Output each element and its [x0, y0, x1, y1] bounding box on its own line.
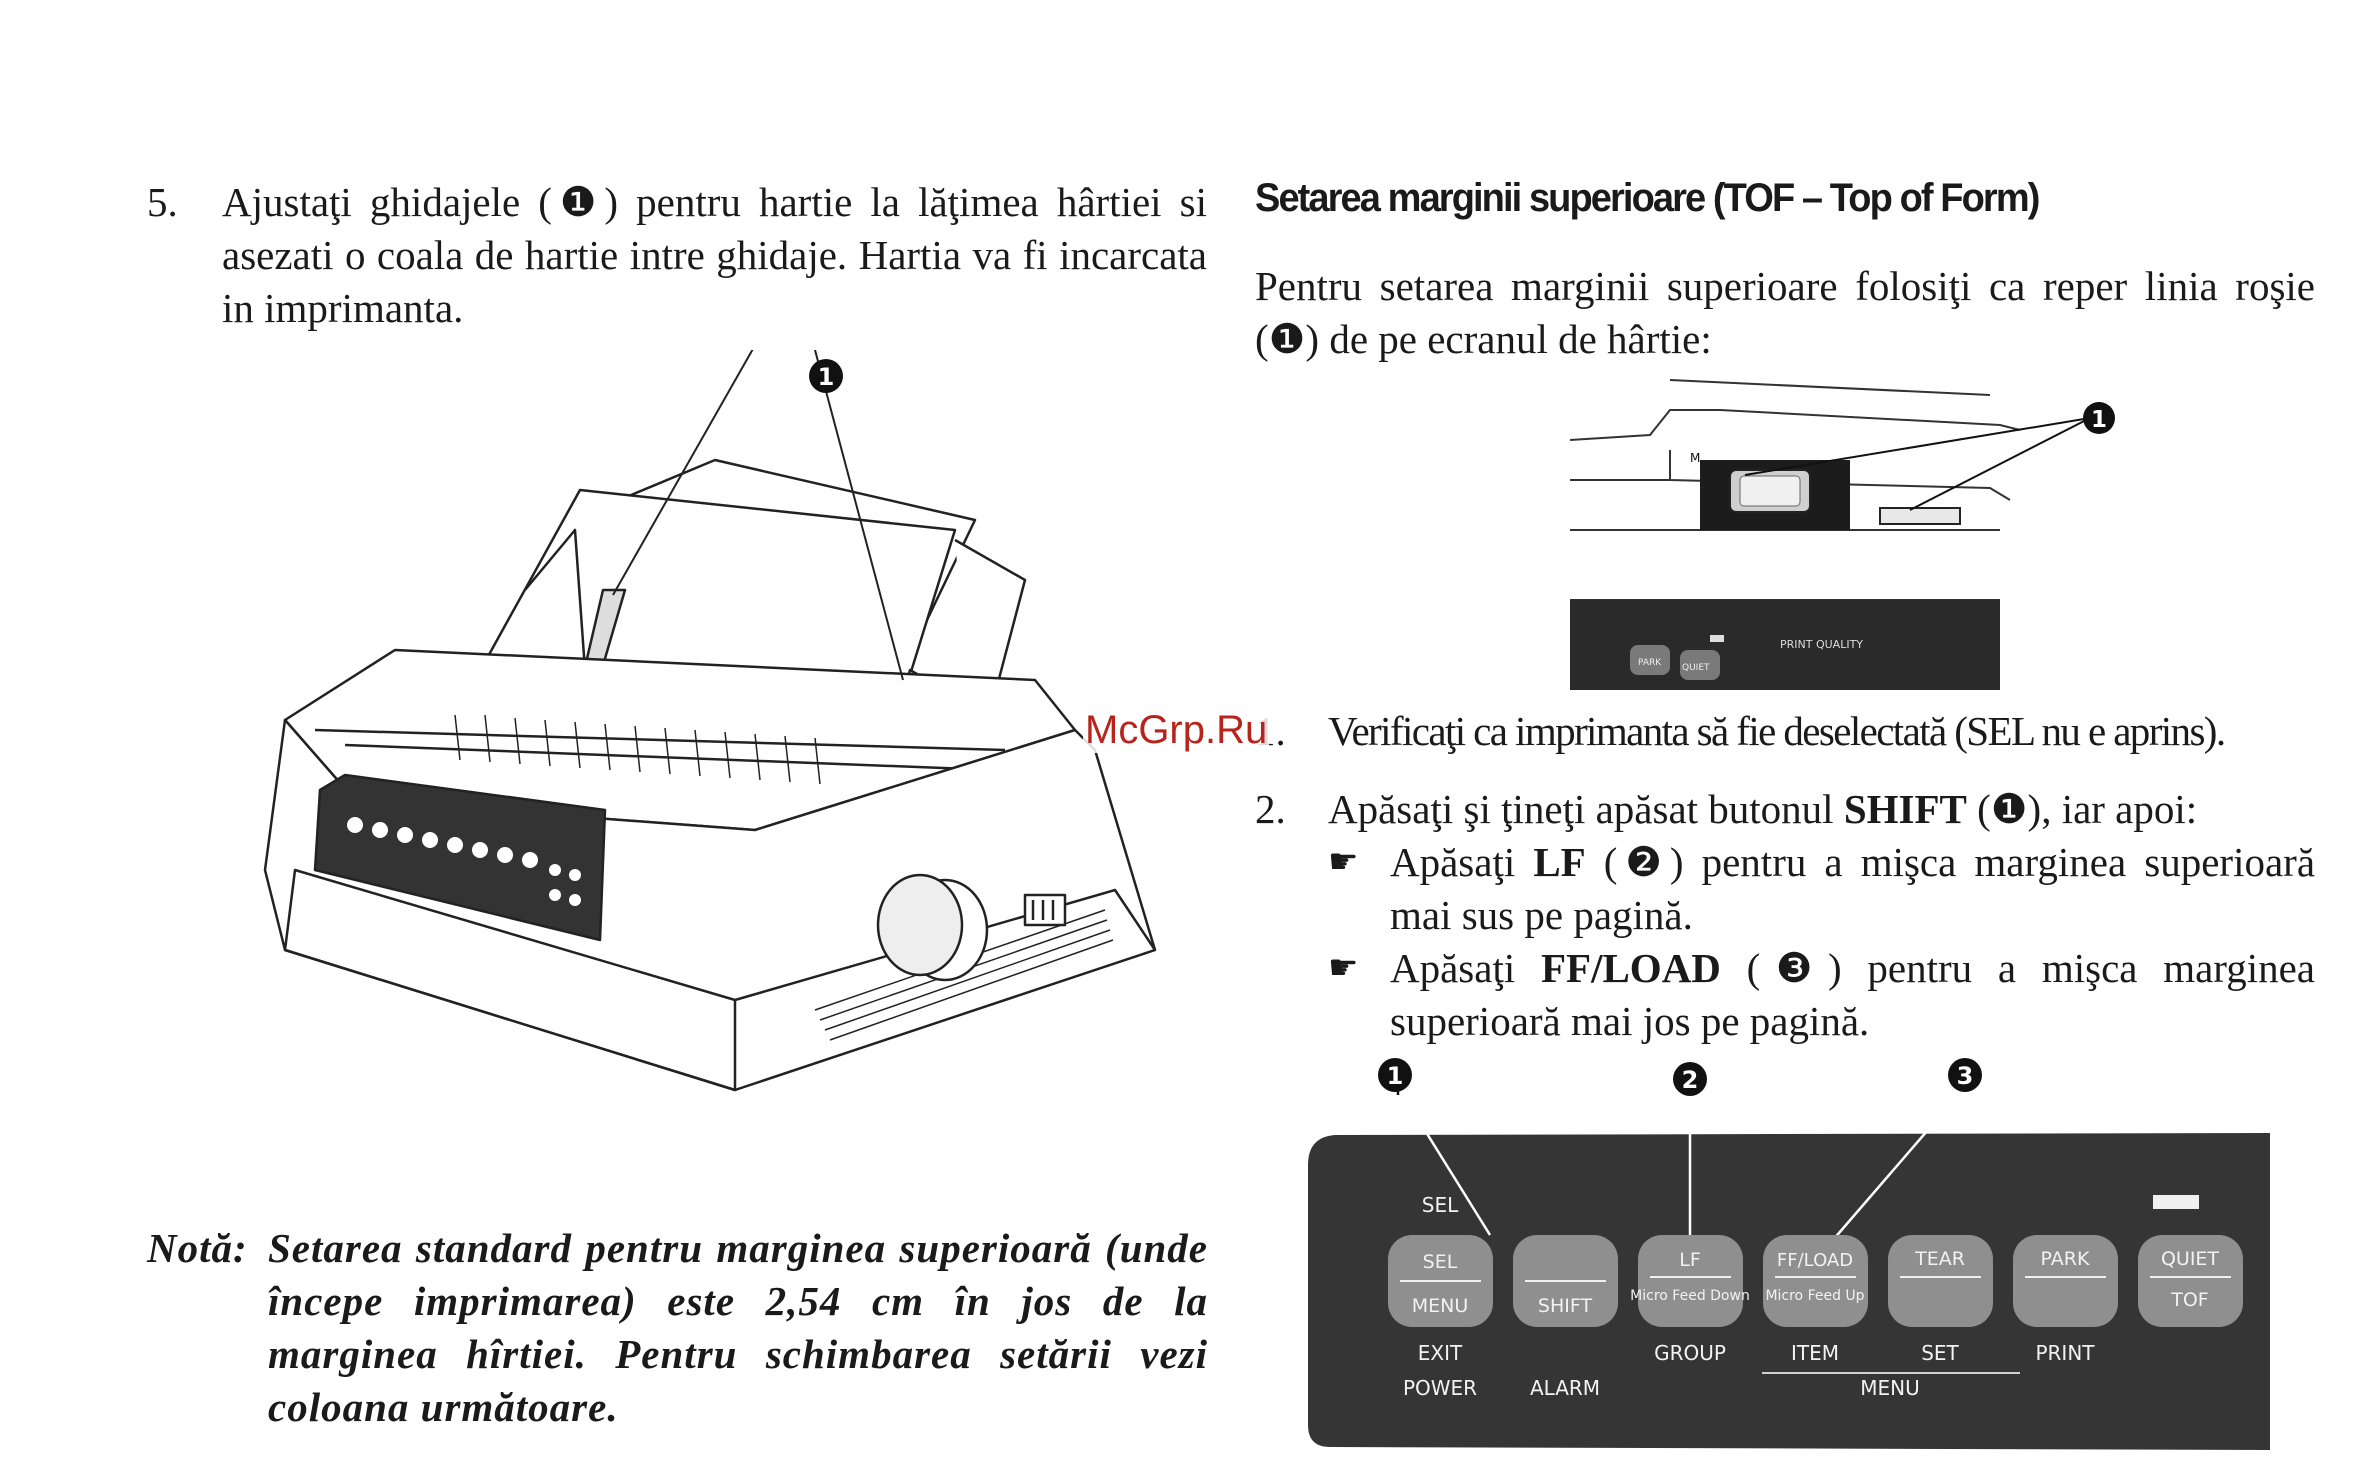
svg-text:1: 1 — [818, 363, 835, 391]
tear-button[interactable]: TEAR — [1888, 1235, 1993, 1327]
panel-callout-2: 2 — [1673, 1062, 1707, 1096]
note-text: Setarea standard pentru marginea superio… — [268, 1225, 1208, 1430]
bullet-lf-prefix: Apăsaţi — [1390, 839, 1534, 885]
exit-label: EXIT — [1418, 1341, 1463, 1365]
quiet-tof-button[interactable]: QUIET TOF — [2138, 1235, 2243, 1327]
alarm-label: ALARM — [1530, 1376, 1600, 1400]
bullet-ffload-prefix: Apăsaţi — [1390, 945, 1541, 991]
printer-control-panel — [313, 773, 607, 942]
panel-callout-lines — [1396, 1086, 1966, 1256]
svg-text:PARK: PARK — [1638, 658, 1662, 668]
note-label: Notă: — [147, 1225, 248, 1271]
shift-key-label: SHIFT — [1843, 786, 1967, 832]
svg-text:PRINT QUALITY: PRINT QUALITY — [1780, 638, 1863, 651]
power-label: POWER — [1403, 1376, 1477, 1400]
svg-text:Micro Feed Down: Micro Feed Down — [1630, 1288, 1750, 1304]
svg-text:QUIET: QUIET — [2161, 1248, 2219, 1270]
sel-menu-button[interactable]: SEL MENU — [1388, 1235, 1493, 1327]
pointing-hand-icon: ☛ — [1328, 948, 1359, 988]
svg-text:MENU: MENU — [1412, 1295, 1469, 1317]
paper-figure-callout-marker: 1 — [2083, 402, 2115, 434]
printer-callout-marker: 1 — [809, 359, 843, 393]
bullet-ffload-suffix: pentru a mişca marginea superioară mai j… — [1390, 945, 2315, 1044]
svg-text:TEAR: TEAR — [1914, 1248, 1965, 1270]
svg-text:LF: LF — [1679, 1249, 1701, 1271]
svg-text:SHIFT: SHIFT — [1538, 1295, 1593, 1317]
panel-callout-3: 3 — [1948, 1058, 1982, 1092]
intro-text: Pentru setarea marginii superioare folos… — [1255, 263, 2315, 362]
step-2-text-after: (❶), iar apoi: — [1966, 786, 2198, 832]
ffload-key-label: FF/LOAD — [1540, 945, 1721, 991]
section-heading: Setarea marginii superioare (TOF – Top o… — [1255, 176, 2040, 220]
menu-group-label: MENU — [1860, 1376, 1920, 1400]
set-label: SET — [1921, 1341, 1959, 1365]
svg-text:2: 2 — [1682, 1066, 1699, 1094]
bullet-lf-suffix: pentru a mişca marginea superioară mai s… — [1390, 839, 2316, 938]
step-2-text: Apăsaţi şi ţineţi apăsat butonul SHIFT (… — [1328, 783, 2197, 836]
control-panel-figure: 1 2 3 SEL SEL MENU SHIFT LF Micro Feed D… — [1308, 1058, 2270, 1450]
park-button[interactable]: PARK — [2013, 1235, 2118, 1327]
pointing-hand-icon: ☛ — [1328, 842, 1359, 882]
quiet-indicator-light — [2153, 1195, 2199, 1209]
step-5-number: 5. — [147, 179, 178, 225]
rear-connector — [1023, 893, 1067, 927]
shift-button[interactable]: SHIFT — [1513, 1235, 1618, 1327]
step-5-text: Ajustaţi ghidajele (❶) pentru hartie la … — [222, 179, 1207, 331]
paper-separator-figure: M PRINT QUALITY PARK QUIET — [1570, 379, 2091, 690]
bullet-lf-mark: (❷) — [1585, 839, 1684, 885]
bullet-ffload-text: Apăsaţi FF/LOAD (❸) pentru a mişca margi… — [1390, 942, 2315, 1048]
svg-text:1: 1 — [2091, 407, 2107, 433]
printer-illustration — [263, 350, 1157, 1092]
item-label: ITEM — [1791, 1341, 1839, 1365]
svg-text:FF/LOAD: FF/LOAD — [1777, 1250, 1853, 1271]
svg-text:M: M — [1690, 451, 1700, 465]
ffload-button[interactable]: FF/LOAD Micro Feed Up — [1763, 1235, 1868, 1327]
svg-text:1: 1 — [1387, 1062, 1404, 1090]
svg-text:SEL: SEL — [1423, 1251, 1458, 1273]
svg-text:QUIET: QUIET — [1682, 663, 1710, 673]
paper-tractor-slider — [1700, 460, 1850, 530]
svg-text:Micro Feed Up: Micro Feed Up — [1765, 1288, 1864, 1304]
step-2-text-before: Apăsaţi şi ţineţi apăsat butonul — [1328, 786, 1844, 832]
print-label: PRINT — [2035, 1341, 2095, 1365]
step-1-text: Verificaţi ca imprimanta să fie deselect… — [1328, 708, 2226, 754]
svg-text:TOF: TOF — [2170, 1289, 2209, 1311]
svg-text:3: 3 — [1957, 1062, 1974, 1090]
bullet-ffload-mark: (❸) — [1720, 945, 1842, 991]
svg-text:PARK: PARK — [2041, 1248, 2090, 1270]
step-2-number: 2. — [1255, 786, 1286, 832]
red-line-marker — [1879, 507, 1961, 525]
panel-callout-1: 1 — [1378, 1058, 1412, 1092]
lf-key-label: LF — [1533, 839, 1586, 885]
sel-indicator-label: SEL — [1422, 1193, 1459, 1217]
lf-button[interactable]: LF Micro Feed Down — [1630, 1235, 1750, 1327]
watermark: McGrp.Ru — [1083, 708, 1270, 753]
group-label: GROUP — [1654, 1341, 1726, 1365]
bullet-lf-text: Apăsaţi LF (❷) pentru a mişca marginea s… — [1390, 836, 2315, 942]
